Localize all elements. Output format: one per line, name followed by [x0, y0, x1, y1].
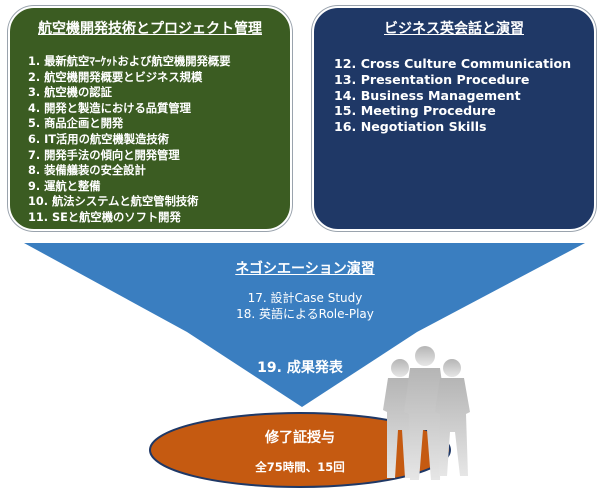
list-item: 13. Presentation Procedure — [334, 71, 530, 87]
list-item: 2. 航空機開発概要とビジネス規模 — [28, 70, 203, 84]
business-english-list: 12. Cross Culture Communication 13. Pres… — [334, 56, 571, 135]
presentation-label: 19. 成果発表 — [257, 360, 343, 376]
list-item: 14. Business Management — [334, 87, 521, 103]
list-item: 6. IT活用の航空機製造技術 — [28, 132, 169, 146]
list-item: 5. 商品企画と開発 — [28, 117, 124, 131]
list-item: 8. 装備艤装の安全設計 — [28, 164, 146, 178]
list-item: 17. 設計Case Study — [247, 291, 363, 305]
aircraft-tech-title: 航空機開発技術とプロジェクト管理 — [38, 21, 262, 37]
list-item: 16. Negotiation Skills — [334, 119, 487, 135]
list-item: 4. 開発と製造における品質管理 — [28, 101, 191, 115]
aircraft-tech-box: 航空機開発技術とプロジェクト管理 1. 最新航空ﾏｰｹｯﾄおよび航空機開発概要 … — [8, 6, 292, 231]
list-item: 15. Meeting Procedure — [334, 103, 496, 119]
certificate-subtitle: 全75時間、15回 — [255, 460, 345, 474]
list-item: 18. 英語によるRole-Play — [236, 307, 374, 321]
certificate-title: 修了証授与 — [265, 430, 335, 446]
list-item: 10. 航法システムと航空管制技術 — [28, 195, 199, 209]
list-item: 9. 運航と整備 — [28, 179, 101, 193]
negotiation-title: ネゴシエーション演習 — [235, 261, 375, 277]
list-item: 12. Cross Culture Communication — [334, 56, 572, 71]
list-item: 3. 航空機の認証 — [28, 86, 112, 100]
list-item: 7. 開発手法の傾向と開発管理 — [28, 148, 180, 162]
list-item: 11. SEと航空機のソフト開発 — [28, 210, 181, 224]
presentation-funnel-shape — [187, 332, 417, 407]
list-item: 1. 最新航空ﾏｰｹｯﾄおよび航空機開発概要 — [28, 55, 231, 68]
negotiation-list: 17. 設計Case Study 18. 英語によるRole-Play — [195, 290, 415, 322]
people-silhouettes — [383, 346, 470, 480]
negotiation-funnel-shape — [24, 243, 585, 332]
aircraft-tech-list: 1. 最新航空ﾏｰｹｯﾄおよび航空機開発概要 2. 航空機開発概要とビジネス規模… — [28, 54, 231, 226]
business-english-box: ビジネス英会話と演習 12. Cross Culture Communicati… — [312, 6, 596, 231]
certificate-ellipse — [149, 412, 451, 488]
business-english-title: ビジネス英会話と演習 — [384, 21, 524, 37]
